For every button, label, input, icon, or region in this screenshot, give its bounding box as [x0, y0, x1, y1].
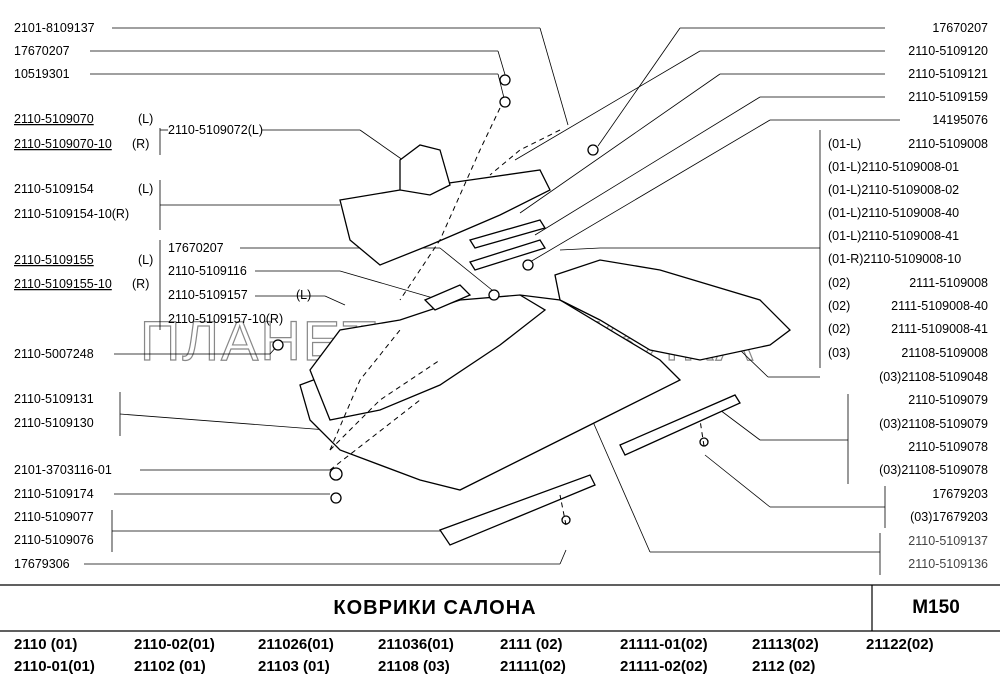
assembly-lines — [329, 107, 705, 526]
label-r27: 2110-5109137 — [908, 534, 988, 548]
model-item: 211036(01) — [378, 636, 454, 653]
label-r24: (03)21108-5109078 — [879, 463, 988, 477]
label-l3: 2110-5109070 — [14, 112, 94, 126]
label-l23: 2101-3703116-01 — [14, 463, 112, 477]
label-l12: (L) — [138, 253, 153, 267]
label-r22: (03)21108-5109079 — [879, 417, 988, 431]
label-r6: 2110-5109008 — [908, 137, 988, 151]
label-r9: (01-L)2110-5109008-40 — [828, 206, 959, 220]
label-l13: 2110-5109155-10 — [14, 277, 112, 291]
left-labels: 2101-8109137 17670207 10519301 2110-5109… — [14, 21, 311, 571]
page-title: КОВРИКИ САЛОНА — [333, 596, 537, 619]
label-r21: 2110-5109079 — [908, 393, 988, 407]
rear-mat — [554, 259, 791, 361]
model-item: 21108 (03) — [378, 658, 450, 675]
model-item: 211026(01) — [258, 636, 334, 653]
label-r23: 2110-5109078 — [908, 440, 988, 454]
label-l17: 2110-5109157 — [168, 288, 248, 302]
model-item: 2111 (02) — [500, 636, 563, 653]
model-item: 2110 (01) — [14, 636, 78, 653]
label-r2: 2110-5109121 — [908, 67, 988, 81]
label-l1: 17670207 — [14, 44, 70, 58]
label-r8: (01-L)2110-5109008-02 — [828, 183, 959, 197]
label-l15: 17670207 — [168, 241, 224, 255]
label-r18: (03) — [828, 346, 850, 360]
label-l6: (R) — [132, 137, 149, 151]
sill-trim-left — [439, 474, 596, 546]
label-r25: 17679203 — [932, 487, 988, 501]
label-l24: 2110-5109174 — [14, 487, 94, 501]
label-l11: 2110-5109155 — [14, 253, 94, 267]
label-l9: (L) — [138, 182, 153, 196]
label-l18: (L) — [296, 288, 311, 302]
label-l19: 2110-5109157-10(R) — [168, 312, 283, 326]
clip-icon — [330, 492, 342, 504]
frame-lines — [0, 584, 1000, 632]
parts-drawing — [272, 74, 791, 546]
screw-icon — [488, 289, 500, 301]
model-item: 21111(02) — [500, 658, 566, 675]
label-r15: 2111-5109008-40 — [891, 299, 988, 313]
label-l2: 10519301 — [14, 67, 70, 81]
label-l27: 17679306 — [14, 557, 70, 571]
clip-icon — [522, 259, 534, 271]
label-l0: 2101-8109137 — [14, 21, 95, 35]
right-leader-lines — [514, 27, 900, 575]
label-l21: 2110-5109131 — [14, 392, 94, 406]
right-labels: 17670207 2110-5109120 2110-5109121 2110-… — [828, 21, 988, 571]
screw-icon — [499, 74, 511, 86]
label-r26: (03)17679203 — [910, 510, 988, 524]
label-r0: 17670207 — [932, 21, 988, 35]
strip-2 — [469, 239, 546, 271]
models-list: 2110 (01) 2110-02(01) 211026(01) 211036(… — [14, 634, 994, 684]
label-r5: (01-L) — [828, 137, 861, 151]
sill-trim-right — [619, 394, 741, 456]
washer-icon — [499, 96, 511, 108]
label-l7: 2110-5109072(L) — [168, 123, 263, 137]
label-l26: 2110-5109076 — [14, 533, 94, 547]
model-item: 2112 (02) — [752, 658, 816, 675]
label-l25: 2110-5109077 — [14, 510, 94, 524]
label-r17: 2111-5109008-41 — [891, 322, 988, 336]
model-item: 21111-01(02) — [620, 636, 708, 653]
catalog-code: M150 — [912, 597, 960, 618]
label-r20: (03)21108-5109048 — [879, 370, 988, 384]
plug-icon — [272, 339, 284, 351]
console-lower — [309, 294, 547, 421]
label-l20: 2110-5007248 — [14, 347, 94, 361]
strip-1 — [468, 219, 547, 249]
label-l14: (R) — [132, 277, 149, 291]
model-item: 21103 (01) — [258, 658, 330, 675]
gear-boot — [399, 144, 451, 196]
label-r28: 2110-5109136 — [908, 557, 988, 571]
label-r16: (02) — [828, 322, 850, 336]
label-r13: 2111-5109008 — [909, 276, 988, 290]
label-l22: 2110-5109130 — [14, 416, 94, 430]
label-l4: (L) — [138, 112, 153, 126]
model-item: 21113(02) — [752, 636, 819, 653]
label-r7: (01-L)2110-5109008-01 — [828, 160, 959, 174]
label-r3: 2110-5109159 — [908, 90, 988, 104]
model-item: 2110-01(01) — [14, 658, 95, 675]
label-r11: (01-R)2110-5109008-10 — [828, 252, 961, 266]
label-r10: (01-L)2110-5109008-41 — [828, 229, 959, 243]
label-l10: 2110-5109154-10(R) — [14, 207, 129, 221]
model-item: 21111-02(02) — [620, 658, 708, 675]
model-item: 21122(02) — [866, 636, 934, 653]
model-item: 21102 (01) — [134, 658, 206, 675]
label-l5: 2110-5109070-10 — [14, 137, 112, 151]
model-item: 2110-02(01) — [134, 636, 215, 653]
label-r4: 14195076 — [932, 113, 988, 127]
screw-icon — [587, 144, 599, 156]
label-r14: (02) — [828, 299, 850, 313]
label-r19: 21108-5109008 — [901, 346, 988, 360]
label-l8: 2110-5109154 — [14, 182, 94, 196]
label-r12: (02) — [828, 276, 850, 290]
label-l16: 2110-5109116 — [168, 264, 247, 278]
nut-icon — [329, 467, 343, 481]
bracket — [423, 284, 472, 311]
label-r1: 2110-5109120 — [908, 44, 988, 58]
